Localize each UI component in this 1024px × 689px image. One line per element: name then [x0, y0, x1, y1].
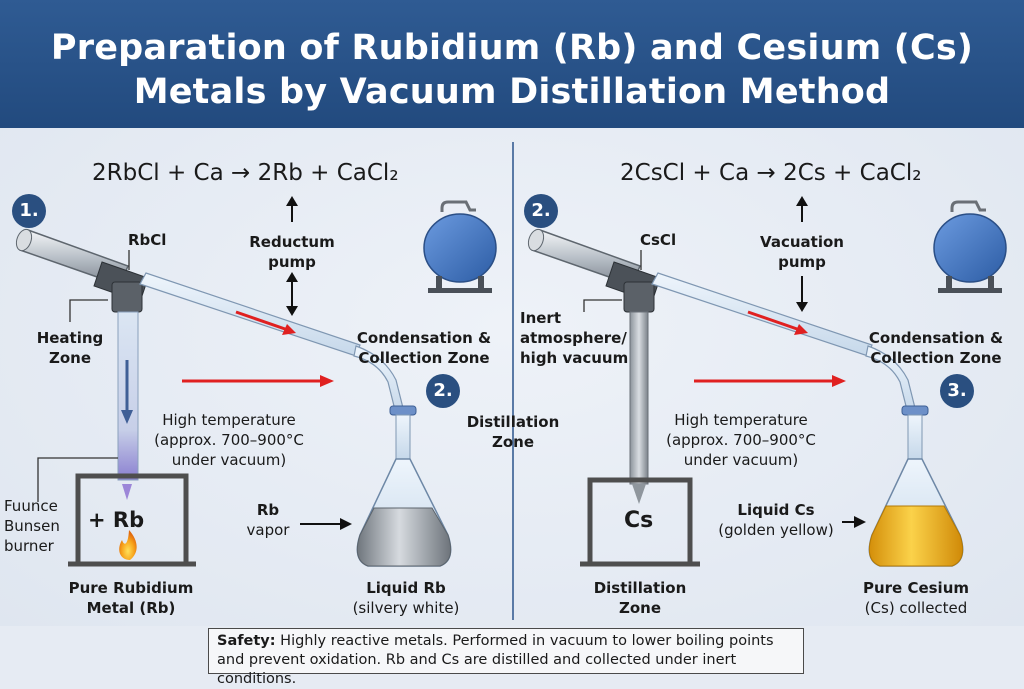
- title-line-1: Preparation of Rubidium (Rb) and Cesium …: [50, 28, 974, 68]
- right-step-badge-1: 2.: [524, 194, 558, 228]
- title-line-2: Metals by Vacuum Distillation Method: [133, 72, 891, 112]
- left-step-badge-1: 1.: [12, 194, 46, 228]
- right-flask-label: Pure Cesium (Cs) collected: [862, 579, 970, 617]
- right-temperature-label: High temperature (approx. 700–900°C unde…: [666, 411, 816, 469]
- panel-divider: [512, 142, 514, 620]
- safety-note: Safety: Highly reactive metals. Performe…: [208, 628, 804, 687]
- right-equation: 2CsCl + Ca → 2Cs + CaCl₂: [620, 160, 922, 186]
- right-inert-label: Inert atmosphere/ high vacuum: [520, 309, 629, 367]
- left-step-badge-2: 2.: [426, 374, 460, 408]
- right-pump-label: Vacuation pump: [760, 233, 844, 271]
- left-apparatus: [15, 196, 497, 567]
- right-liquid-label: Liquid Cs (golden yellow): [718, 501, 834, 539]
- right-apparatus: [527, 196, 1007, 567]
- left-pump-label: Reductum pump: [249, 233, 335, 271]
- left-reagent-label: RbCl: [128, 231, 167, 249]
- right-reagent-label: CsCl: [640, 231, 677, 249]
- left-product-label: Pure Rubidium Metal (Rb): [68, 579, 194, 617]
- left-flask-label: Liquid Rb (silvery white): [352, 579, 460, 617]
- safety-label: Safety:: [217, 633, 276, 649]
- right-step-badge-2: 3.: [940, 374, 974, 408]
- right-box-label: Cs: [624, 508, 654, 533]
- left-heating-zone-label: Heating Zone: [36, 329, 104, 367]
- left-box-label: + Rb: [88, 508, 145, 532]
- left-condensation-label: Condensation & Collection Zone: [356, 329, 492, 367]
- left-burner-label: Fuunce Bunsen burner: [4, 497, 60, 555]
- right-condensation-label: Condensation & Collection Zone: [868, 329, 1004, 367]
- center-distillation-label: Distillation Zone: [466, 413, 560, 451]
- left-equation: 2RbCl + Ca → 2Rb + CaCl₂: [92, 160, 399, 186]
- left-vapor-label: Rb vapor: [246, 501, 290, 539]
- title-banner: Preparation of Rubidium (Rb) and Cesium …: [0, 0, 1024, 128]
- right-product-label: Distillation Zone: [593, 579, 687, 617]
- left-temperature-label: High temperature (approx. 700–900°C unde…: [154, 411, 304, 469]
- safety-text: Highly reactive metals. Performed in vac…: [217, 633, 774, 687]
